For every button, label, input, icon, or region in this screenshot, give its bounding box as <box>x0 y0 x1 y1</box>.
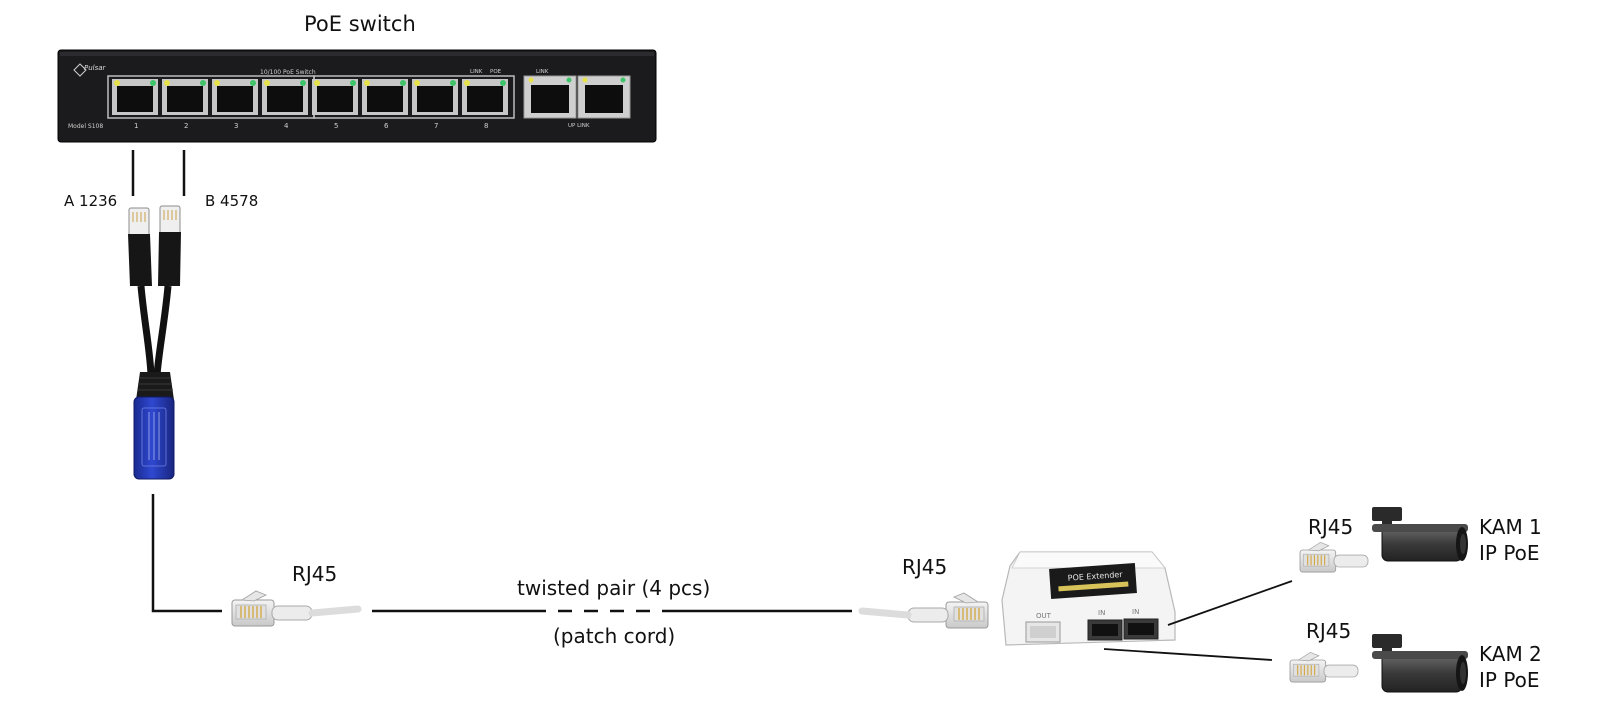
poe-switch: Pulsar 10/100 PoE Switch LINK POE LINK M… <box>57 49 657 143</box>
rj45-label-cam1: RJ45 <box>1308 515 1354 539</box>
camera-1-mount <box>1372 507 1402 521</box>
rj45-label-cam2: RJ45 <box>1306 619 1352 643</box>
poe-led <box>200 80 206 86</box>
switch-link-label: LINK <box>470 69 483 75</box>
camera-2-type: IP PoE <box>1479 668 1540 692</box>
poe-led <box>150 80 156 86</box>
switch-port <box>262 79 308 115</box>
switch-poe-label: POE <box>490 69 502 75</box>
camera-2-mount <box>1372 634 1402 648</box>
switch-ports <box>112 79 508 115</box>
port-number: 5 <box>334 122 338 130</box>
camera-1-name: KAM 1 <box>1479 515 1542 539</box>
port-number: 8 <box>484 122 488 130</box>
port-number: 6 <box>384 122 389 130</box>
pair-a-label: A 1236 <box>64 192 118 210</box>
port-number: 4 <box>284 122 289 130</box>
rj45-plug-middle <box>858 592 989 629</box>
camera-1-body <box>1381 526 1463 562</box>
diagram-title: PoE switch <box>304 12 416 36</box>
switch-port <box>362 79 408 115</box>
switch-brand: Pulsar <box>84 64 107 72</box>
switch-port <box>462 79 508 115</box>
switch-port <box>412 79 458 115</box>
camera-2-name: KAM 2 <box>1479 642 1542 666</box>
link-led <box>214 80 220 86</box>
pair-b-label: B 4578 <box>205 192 259 210</box>
poe-extender: POE Extender OUT IN IN <box>1001 551 1176 646</box>
extender-title: POE Extender <box>1067 570 1123 583</box>
switch-port <box>162 79 208 115</box>
cable-extender-to-cam2 <box>1103 648 1273 661</box>
rj45-plug-left <box>231 590 362 627</box>
switch-port-numbers: 1 2 3 4 5 6 7 8 <box>134 122 488 130</box>
camera-1 <box>1299 507 1468 573</box>
uplink-link-label: LINK <box>536 69 549 75</box>
splitter-plug-a <box>128 207 150 239</box>
link-led <box>464 80 470 86</box>
port-number: 7 <box>434 122 438 130</box>
link-led <box>264 80 270 86</box>
cable-splitter-to-rj45 <box>151 494 222 613</box>
camera-1-type: IP PoE <box>1479 541 1540 565</box>
poe-led <box>300 80 306 86</box>
link-led <box>114 80 120 86</box>
port-number: 2 <box>184 122 188 130</box>
camera-2-body <box>1381 653 1463 693</box>
port-number: 3 <box>234 122 238 130</box>
cable-label: twisted pair (4 pcs) <box>517 576 711 600</box>
link-led <box>414 80 420 86</box>
extender-in-label-2: IN <box>1132 608 1139 616</box>
link-led <box>314 80 320 86</box>
switch-model: Model S108 <box>68 123 103 130</box>
uplink-label: UP LINK <box>568 123 590 129</box>
rj45-label-middle: RJ45 <box>902 555 948 579</box>
poe-led <box>500 80 506 86</box>
extender-out-label: OUT <box>1036 612 1052 620</box>
poe-led <box>250 80 256 86</box>
poe-led <box>450 80 456 86</box>
brand-logo-icon <box>73 63 87 77</box>
extender-in-label-1: IN <box>1098 609 1105 617</box>
switch-caption: 10/100 PoE Switch <box>260 69 316 76</box>
switch-port <box>112 79 158 115</box>
poe-splitter <box>128 205 181 480</box>
link-led <box>364 80 370 86</box>
camera-2 <box>1289 634 1468 693</box>
switch-port <box>312 79 358 115</box>
port-number: 1 <box>134 122 138 130</box>
rj45-plug-cam1 <box>1299 541 1369 573</box>
poe-led <box>400 80 406 86</box>
poe-led <box>350 80 356 86</box>
link-led <box>164 80 170 86</box>
cable-sublabel: (patch cord) <box>553 624 676 648</box>
splitter-plug-b <box>159 205 181 237</box>
switch-port <box>212 79 258 115</box>
rj45-plug-cam2 <box>1289 651 1359 683</box>
rj45-label-left: RJ45 <box>292 562 338 586</box>
cable-extender-to-cam1 <box>1167 580 1293 626</box>
